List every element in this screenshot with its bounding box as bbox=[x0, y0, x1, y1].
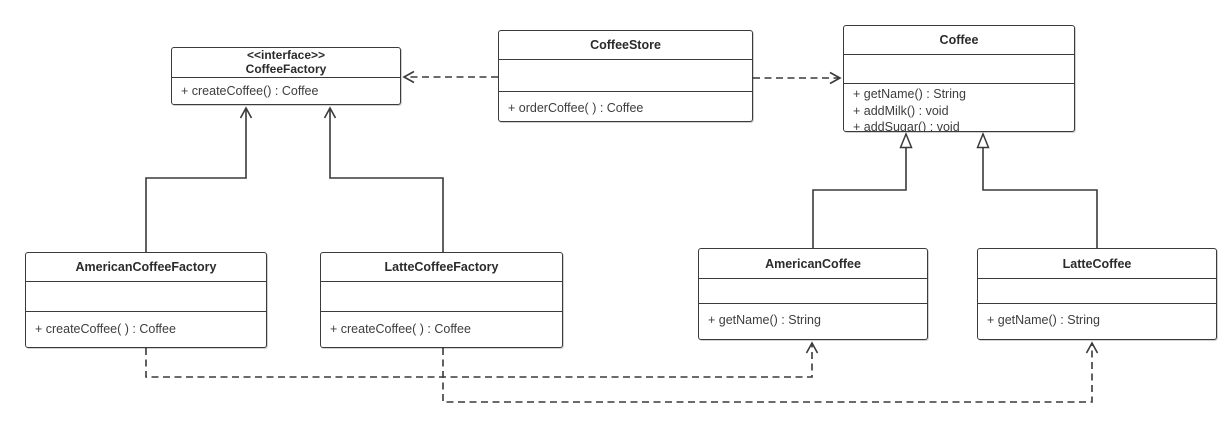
method-entry: + addMilk() : void bbox=[853, 103, 949, 118]
class-attributes-section bbox=[699, 278, 927, 303]
class-box-coffee: Coffee + getName() : String + addMilk() … bbox=[843, 25, 1075, 132]
class-attributes-section bbox=[844, 54, 1074, 83]
generalization-lattecoffee-to-coffee bbox=[976, 132, 1098, 248]
class-name: AmericanCoffeeFactory bbox=[75, 260, 217, 274]
class-box-latte-coffee: LatteCoffee + getName() : String bbox=[977, 248, 1217, 340]
class-methods-section: + createCoffee( ) : Coffee bbox=[26, 311, 266, 347]
class-attributes-section bbox=[978, 278, 1216, 303]
method-entry: + createCoffee() : Coffee bbox=[181, 84, 319, 98]
class-box-latte-coffee-factory: LatteCoffeeFactory + createCoffee( ) : C… bbox=[320, 252, 563, 348]
method-entry: + createCoffee( ) : Coffee bbox=[330, 322, 471, 336]
class-name: LatteCoffee bbox=[1062, 256, 1132, 271]
class-name: AmericanCoffee bbox=[765, 256, 861, 271]
class-box-coffee-store: CoffeeStore + orderCoffee( ) : Coffee bbox=[498, 30, 753, 122]
method-entry: + createCoffee( ) : Coffee bbox=[35, 322, 176, 336]
class-header: AmericanCoffeeFactory bbox=[26, 253, 266, 281]
method-entry: + orderCoffee( ) : Coffee bbox=[508, 101, 644, 115]
method-entry: + addSugar() : void bbox=[853, 120, 960, 132]
realization-americancoffeefactory-to-coffeefactory bbox=[145, 106, 253, 252]
class-methods-section: + getName() : String + addMilk() : void … bbox=[844, 83, 1074, 132]
class-box-coffee-factory: <<interface>> CoffeeFactory + createCoff… bbox=[171, 47, 401, 105]
class-attributes-section bbox=[26, 281, 266, 311]
class-box-american-coffee-factory: AmericanCoffeeFactory + createCoffee( ) … bbox=[25, 252, 267, 348]
class-attributes-section bbox=[321, 281, 562, 311]
generalization-americancoffee-to-coffee bbox=[812, 132, 913, 248]
class-header: LatteCoffee bbox=[978, 249, 1216, 278]
class-header: Coffee bbox=[844, 26, 1074, 54]
class-name: CoffeeFactory bbox=[245, 61, 327, 76]
class-header: <<interface>> CoffeeFactory bbox=[172, 48, 400, 77]
class-header: LatteCoffeeFactory bbox=[321, 253, 562, 281]
class-box-american-coffee: AmericanCoffee + getName() : String bbox=[698, 248, 928, 340]
class-attributes-section bbox=[499, 59, 752, 91]
class-stereotype: <<interface>> bbox=[246, 48, 326, 62]
method-entry: + getName() : String bbox=[853, 87, 966, 101]
class-methods-section: + orderCoffee( ) : Coffee bbox=[499, 91, 752, 121]
realization-lattecoffeefactory-to-coffeefactory bbox=[323, 106, 444, 252]
class-methods-section: + createCoffee( ) : Coffee bbox=[321, 311, 562, 347]
class-name: CoffeeStore bbox=[590, 38, 661, 52]
class-name: Coffee bbox=[939, 33, 979, 47]
class-name: LatteCoffeeFactory bbox=[384, 260, 499, 274]
class-header: CoffeeStore bbox=[499, 31, 752, 59]
method-entry: + getName() : String bbox=[708, 313, 821, 327]
class-methods-section: + createCoffee() : Coffee bbox=[172, 77, 400, 104]
class-header: AmericanCoffee bbox=[699, 249, 927, 278]
dependency-americancoffeefactory-to-americancoffee bbox=[145, 341, 819, 378]
dependency-lattecoffeefactory-to-lattecoffee bbox=[442, 341, 1099, 403]
class-methods-section: + getName() : String bbox=[699, 303, 927, 339]
class-methods-section: + getName() : String bbox=[978, 303, 1216, 339]
method-entry: + getName() : String bbox=[987, 313, 1100, 327]
